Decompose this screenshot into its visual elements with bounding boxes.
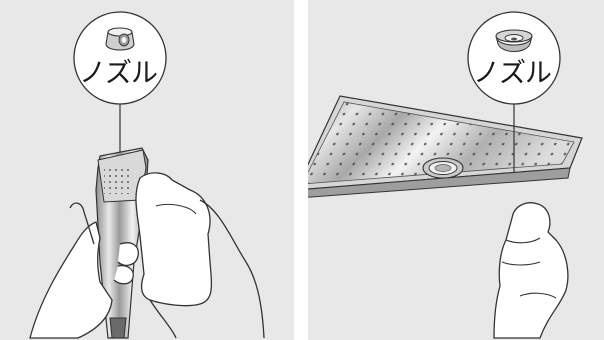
- left-callout-label: ノズル: [79, 60, 157, 87]
- left-cloth-hand: [136, 173, 264, 338]
- right-nozzle-icon: [496, 30, 532, 52]
- right-callout-label: ノズル: [473, 60, 551, 87]
- left-nozzle-icon: [106, 28, 134, 50]
- overhead-shower-plate: [296, 96, 582, 198]
- right-cloth-hand: [494, 203, 568, 338]
- panel-divider: [294, 0, 308, 340]
- plate-center-ring: [423, 158, 463, 178]
